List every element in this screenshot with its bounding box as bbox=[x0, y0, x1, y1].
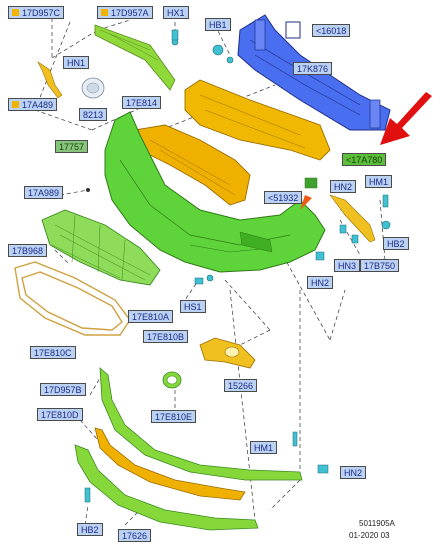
part-label-17A780-highlighted: <17A780 bbox=[342, 153, 387, 166]
part-label-17D957C: 17D957C bbox=[8, 6, 65, 19]
legend-marker bbox=[12, 9, 19, 16]
document-id: 5011905A bbox=[359, 519, 395, 528]
bumper-cover bbox=[104, 111, 326, 273]
part-label-17B750: 17B750 bbox=[360, 259, 400, 272]
part-label-HN1: HN1 bbox=[63, 56, 90, 69]
part-label-HS1: HS1 bbox=[180, 300, 206, 313]
part-label-17E810D: 17E810D bbox=[37, 408, 83, 421]
energy-absorber bbox=[184, 79, 331, 161]
label-text: 17A489 bbox=[22, 100, 54, 110]
part-label-HB2-bottom: HB2 bbox=[77, 523, 103, 536]
part-label-HN2: HN2 bbox=[330, 180, 357, 193]
lower-spoiler bbox=[74, 444, 259, 531]
part-label-HB2: HB2 bbox=[383, 237, 409, 250]
part-label-17E810B: 17E810B bbox=[143, 330, 189, 343]
left-bracket bbox=[37, 61, 63, 99]
part-label-17B968: 17B968 bbox=[8, 244, 48, 257]
lower-splitter bbox=[94, 427, 246, 501]
part-label-HN2-bottom: HN2 bbox=[340, 466, 367, 479]
document-date-code: 01-2020 03 bbox=[349, 531, 390, 540]
part-label-16018: <16018 bbox=[312, 24, 351, 37]
part-label-17757: 17757 bbox=[55, 140, 89, 153]
lower-lip-strip bbox=[99, 367, 303, 481]
part-label-15266: 15266 bbox=[224, 379, 258, 392]
part-label-17D957B: 17D957B bbox=[40, 383, 86, 396]
part-label-17E810E: 17E810E bbox=[151, 410, 197, 423]
part-label-17626: 17626 bbox=[118, 529, 152, 542]
part-label-17A489: 17A489 bbox=[8, 98, 58, 111]
callout-arrow bbox=[380, 92, 432, 145]
part-label-HM1-lower: HM1 bbox=[250, 441, 278, 454]
part-label-HN2-lower: HN2 bbox=[307, 276, 334, 289]
grille-surround bbox=[14, 261, 131, 336]
part-label-17D957A: 17D957A bbox=[97, 6, 153, 19]
fog-lamp-bezel bbox=[199, 337, 256, 369]
part-label-17K876: 17K876 bbox=[293, 62, 333, 75]
part-label-17E810A: 17E810A bbox=[128, 310, 174, 323]
label-text: 17D957A bbox=[111, 8, 149, 18]
part-label-17E810C: 17E810C bbox=[30, 346, 76, 359]
part-label-HN3: HN3 bbox=[334, 259, 361, 272]
beam-bracket bbox=[285, 21, 301, 39]
legend-marker bbox=[12, 101, 19, 108]
side-rail bbox=[329, 194, 376, 243]
upper-trim-strip bbox=[94, 24, 176, 91]
part-label-17E814: 17E814 bbox=[122, 96, 162, 109]
grille bbox=[41, 209, 161, 286]
part-label-8213: 8213 bbox=[79, 108, 108, 121]
part-label-51932: <51932 bbox=[264, 191, 303, 204]
part-label-HM1: HM1 bbox=[365, 175, 393, 188]
fog-lamp-ring bbox=[162, 371, 182, 389]
legend-marker bbox=[101, 9, 108, 16]
center-reinforcement bbox=[134, 124, 251, 206]
label-text: 17D957C bbox=[22, 8, 61, 18]
part-label-17A989: 17A989 bbox=[24, 186, 64, 199]
part-label-HX1: HX1 bbox=[163, 6, 189, 19]
part-label-HB1: HB1 bbox=[205, 18, 231, 31]
